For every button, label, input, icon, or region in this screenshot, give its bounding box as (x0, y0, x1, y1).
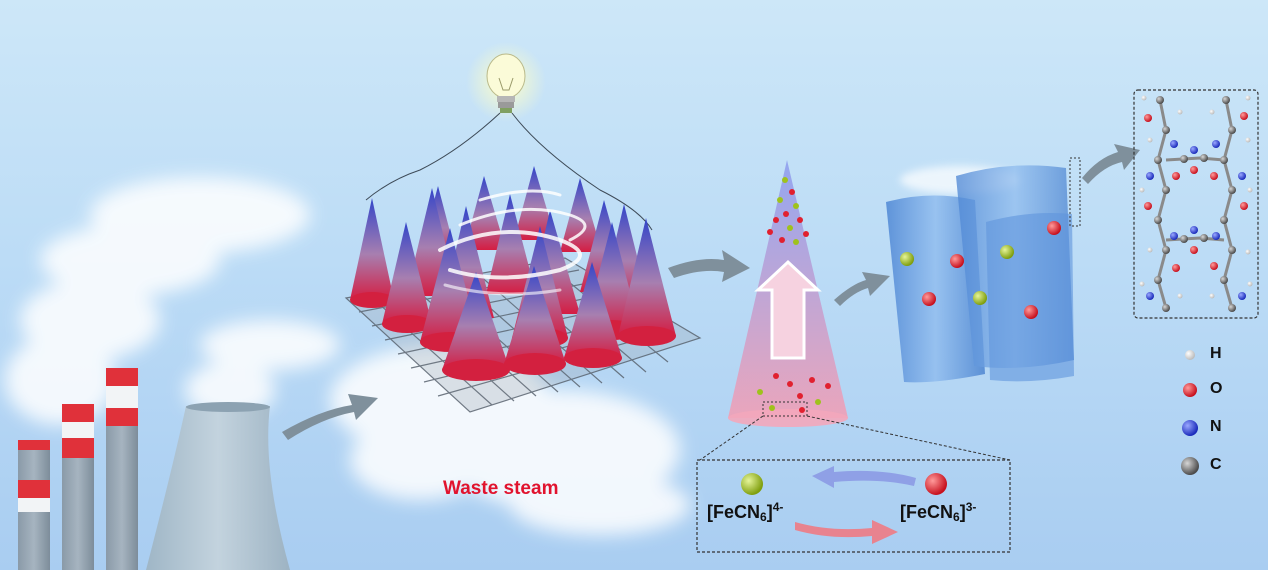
molecular-structure (1133, 89, 1259, 319)
ion-cluster-bottom (757, 373, 831, 413)
light-bulb-icon (365, 42, 653, 231)
legend-c-label: C (1210, 456, 1222, 473)
cone-array (350, 166, 676, 381)
cooling-tower-icon (146, 406, 290, 570)
legend-n-label: N (1210, 418, 1222, 435)
redox-inset (696, 459, 1011, 553)
ferrocyanide-label: [FeCN6]4- (707, 500, 783, 524)
ferrocyanide-ball (741, 473, 763, 495)
flow-arrow-icon (282, 394, 378, 440)
legend-h-label: H (1210, 345, 1222, 362)
ion-right-sub: 6 (953, 510, 960, 524)
oxidation-arrow (812, 466, 916, 488)
steam-cloud-icon (5, 177, 690, 535)
flow-arrow-icon (668, 250, 750, 282)
reduction-arrow (795, 520, 898, 544)
ion-left-charge: 4- (772, 500, 784, 514)
legend-o-ball (1183, 383, 1197, 397)
ferricyanide-ball (925, 473, 947, 495)
waste-steam-label: Waste steam (443, 478, 559, 499)
legend-n-ball (1182, 420, 1198, 436)
legend-c-ball (1181, 457, 1199, 475)
ferricyanide-label: [FeCN6]3- (900, 500, 976, 524)
factory-chimney-icon (18, 368, 138, 570)
atom-legend (1181, 350, 1199, 475)
vapor-swirl (438, 189, 587, 296)
ion-right-close: ] (959, 502, 966, 522)
ion-right-base: [FeCN (900, 502, 953, 522)
ion-left-close: ] (766, 502, 773, 522)
single-cone-detail (728, 160, 848, 427)
legend-o-label: O (1210, 380, 1223, 397)
ion-right-charge: 3- (965, 500, 977, 514)
ion-left-base: [FeCN (707, 502, 760, 522)
legend-h-ball (1185, 350, 1195, 360)
ion-cluster-top (767, 177, 809, 245)
ion-left-sub: 6 (760, 510, 767, 524)
flow-arrow-icon (834, 272, 890, 306)
flow-arrow-icon (1082, 144, 1140, 184)
hydrogel-sheets (886, 157, 1081, 383)
